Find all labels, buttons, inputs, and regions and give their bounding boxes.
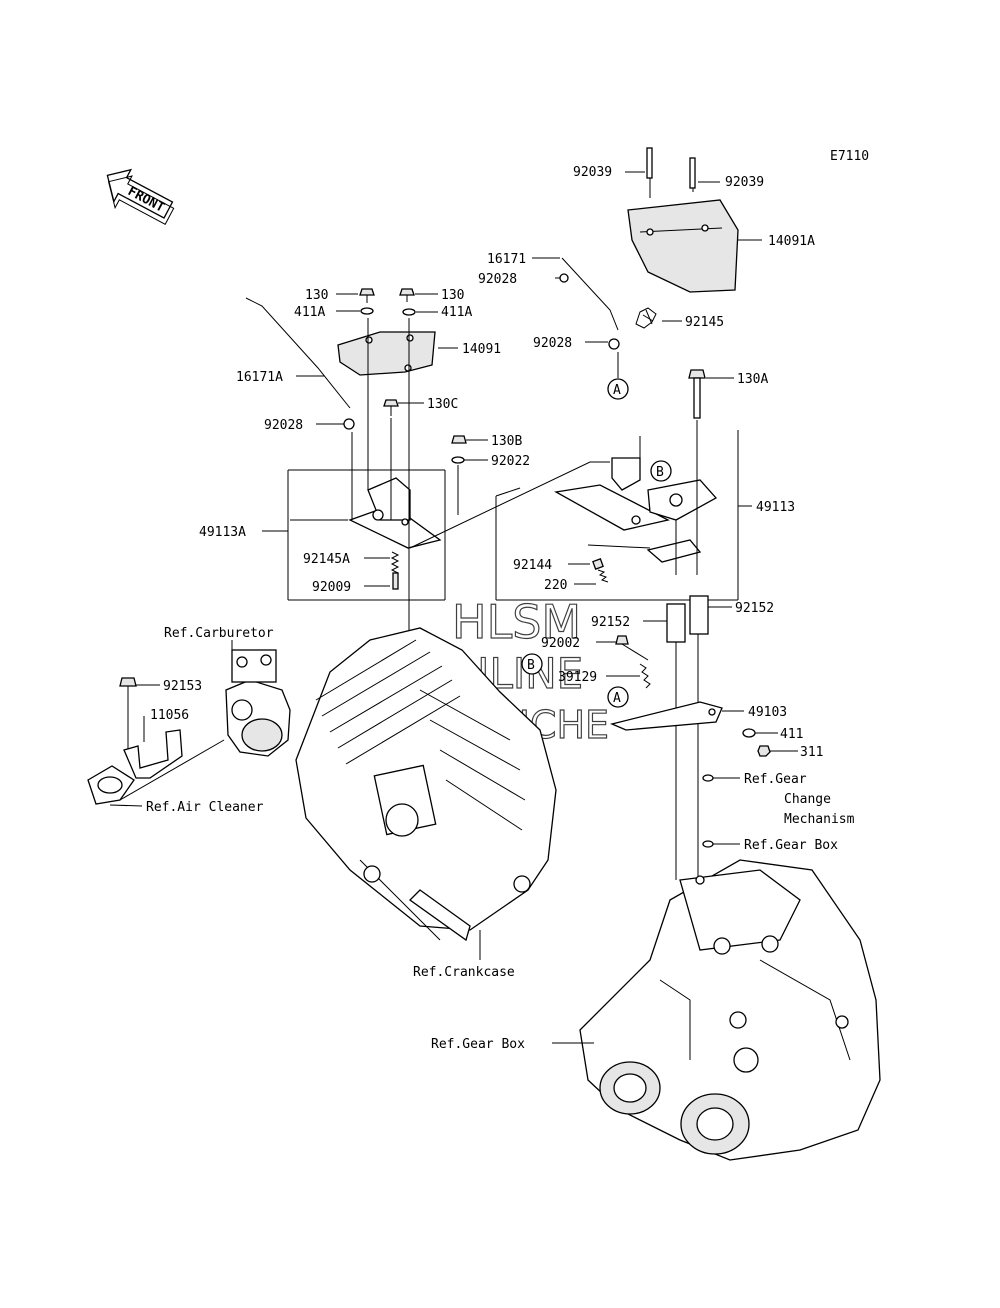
part-16171: 16171 (487, 252, 526, 267)
ref-carburetor: Ref.Carburetor (164, 626, 274, 641)
ref-gear-change-line2: Change (784, 792, 831, 807)
ref-crankcase: Ref.Crankcase (413, 965, 515, 980)
ref-gear-box-right: Ref.Gear Box (744, 838, 838, 853)
part-130A: 130A (737, 372, 768, 387)
part-411: 411 (780, 727, 803, 742)
callout-a-mid-label: A (613, 691, 621, 706)
part-92022: 92022 (491, 454, 530, 469)
bolt-130-right (399, 288, 415, 302)
part-39129: 39129 (558, 670, 597, 685)
callout-b-top-label: B (656, 465, 664, 480)
spring-92145 (635, 307, 657, 329)
callout-b-mid (521, 653, 543, 675)
gear-box (579, 859, 881, 1161)
callout-a-mid (607, 686, 629, 708)
part-311: 311 (800, 745, 823, 760)
ref-gear-box-left: Ref.Gear Box (431, 1037, 525, 1052)
part-49113: 49113 (756, 500, 795, 515)
cover-14091 (337, 331, 436, 376)
part-92145: 92145 (685, 315, 724, 330)
bolt-130-left (359, 288, 375, 303)
front-arrow-icon: FRONT (106, 168, 175, 225)
ref-air-cleaner: Ref.Air Cleaner (146, 800, 264, 815)
part-130B: 130B (491, 434, 522, 449)
part-92039-left: 92039 (573, 165, 612, 180)
engine-crankcase (295, 627, 557, 942)
part-14091A: 14091A (768, 234, 815, 249)
callout-a-top (607, 378, 629, 400)
part-130-left: 130 (305, 288, 328, 303)
ref-gear-change-line1: Ref.Gear (744, 772, 807, 787)
part-220: 220 (544, 578, 567, 593)
part-92144: 92144 (513, 558, 552, 573)
part-92145A: 92145A (303, 552, 350, 567)
part-92028-c: 92028 (264, 418, 303, 433)
bracket-49113A (290, 477, 442, 549)
carburetor (225, 649, 291, 757)
part-92153: 92153 (163, 679, 202, 694)
part-92152-right: 92152 (735, 601, 774, 616)
ref-gear-change-line3: Mechanism (784, 812, 855, 827)
part-92009: 92009 (312, 580, 351, 595)
part-14091: 14091 (462, 342, 501, 357)
callout-a-top-label: A (613, 383, 621, 398)
part-92002: 92002 (541, 636, 580, 651)
cover-14091A (627, 147, 739, 293)
part-16171A: 16171A (236, 370, 283, 385)
bracket-49113 (554, 457, 718, 563)
lever-49103 (609, 701, 723, 731)
diagram-code: E7110 (830, 149, 869, 164)
part-92039-right: 92039 (725, 175, 764, 190)
part-11056: 11056 (150, 708, 189, 723)
callout-b-top (650, 460, 672, 482)
part-130-right: 130 (441, 288, 464, 303)
part-49113A: 49113A (199, 525, 246, 540)
part-49103: 49103 (748, 705, 787, 720)
part-130C: 130C (427, 397, 458, 412)
part-92028-a: 92028 (478, 272, 517, 287)
part-411A-left: 411A (294, 305, 325, 320)
part-92152-left: 92152 (591, 615, 630, 630)
part-92028-b: 92028 (533, 336, 572, 351)
watermark-line1: HLSM (452, 595, 581, 649)
part-411A-right: 411A (441, 305, 472, 320)
bolt-130A (688, 369, 706, 419)
callout-b-mid-label: B (527, 658, 535, 673)
